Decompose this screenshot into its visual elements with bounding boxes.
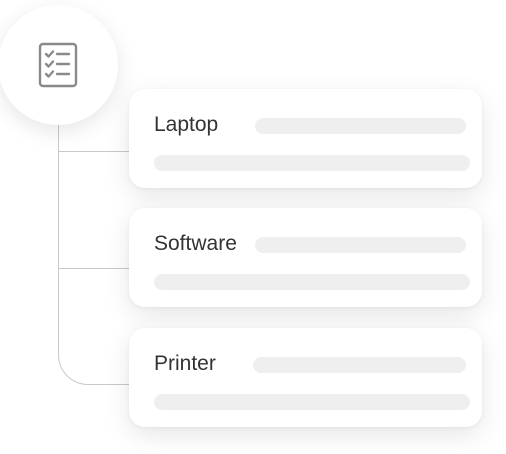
list-item-label: Software <box>154 232 237 255</box>
tree-connector-branch <box>58 151 130 152</box>
tree-connector-branch <box>58 268 130 269</box>
placeholder-bar <box>253 357 466 373</box>
placeholder-bar <box>154 274 470 290</box>
placeholder-bar <box>255 118 466 134</box>
checklist-icon <box>38 42 78 88</box>
list-item-label: Laptop <box>154 113 219 136</box>
placeholder-bar <box>154 394 470 410</box>
list-item-printer[interactable]: Printer <box>129 328 482 427</box>
placeholder-bar <box>255 237 466 253</box>
placeholder-bar <box>154 155 470 171</box>
checklist-avatar <box>0 5 118 125</box>
list-item-label: Printer <box>154 352 216 375</box>
tree-connector-trunk <box>58 118 129 385</box>
list-item-software[interactable]: Software <box>129 208 482 307</box>
list-item-laptop[interactable]: Laptop <box>129 89 482 188</box>
